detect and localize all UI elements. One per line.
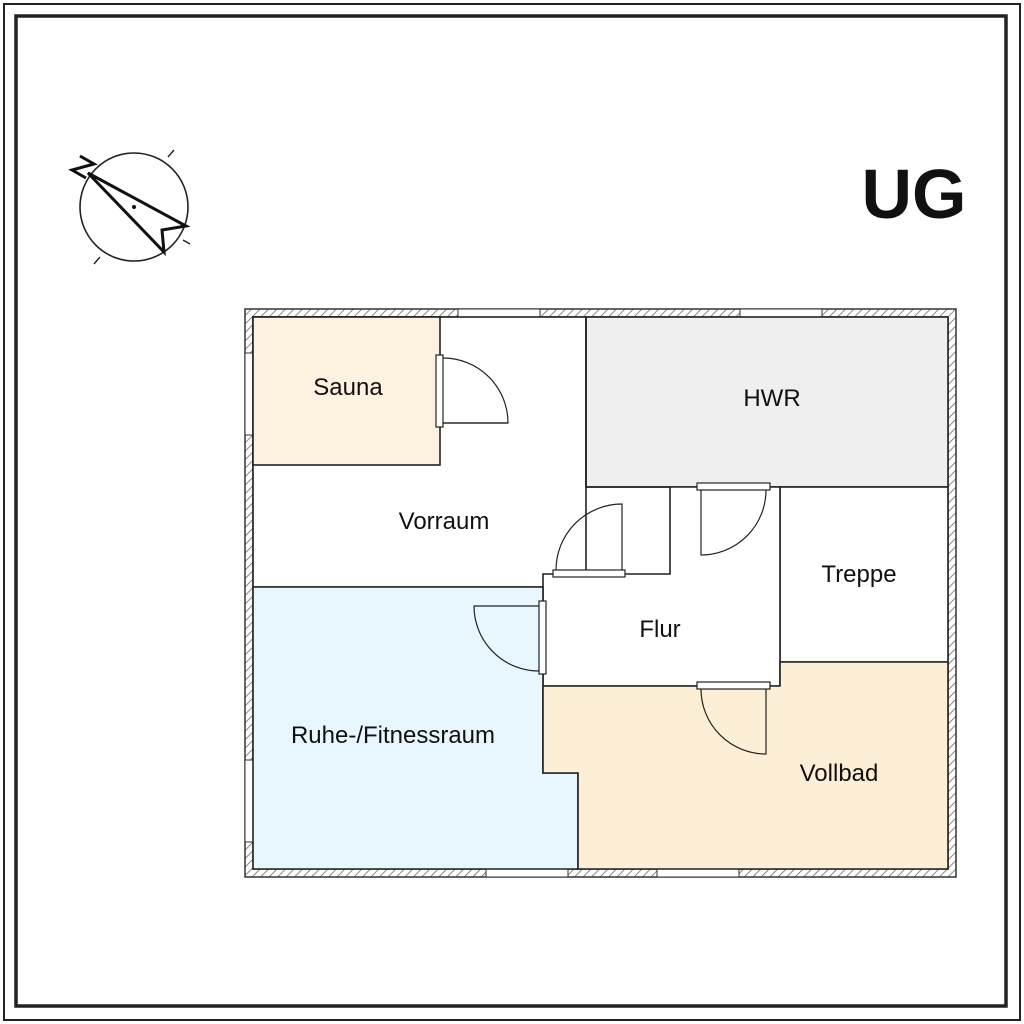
room-sauna (252, 316, 441, 466)
window (244, 759, 254, 843)
label-vorraum: Vorraum (399, 508, 490, 535)
label-treppe: Treppe (821, 561, 896, 588)
north-letter-n (68, 154, 98, 180)
wall-segment (585, 317, 670, 488)
north-arrow-icon (86, 171, 191, 257)
room-labels: Sauna Vorraum HWR Treppe Flur Ruhe-/Fitn… (291, 374, 897, 787)
window (656, 868, 740, 878)
compass (68, 149, 191, 265)
room-hwr (585, 316, 949, 488)
inner-frame (14, 14, 1008, 1008)
room-vollbad (542, 661, 949, 870)
label-sauna: Sauna (313, 374, 383, 401)
label-hwr: HWR (743, 385, 800, 412)
label-flur: Flur (639, 616, 680, 643)
rooms (252, 316, 949, 870)
label-ruhe-fitnessraum: Ruhe-/Fitnessraum (291, 722, 495, 749)
door-vorraum-flur (552, 503, 626, 578)
floor-label: UG (862, 155, 967, 233)
window (485, 868, 569, 878)
door-ruhe-fitnessraum (473, 600, 547, 675)
label-vollbad: Vollbad (800, 760, 879, 787)
window (244, 352, 254, 436)
window (739, 308, 823, 318)
outer-frame (3, 3, 1021, 1021)
doors (435, 354, 771, 755)
door-sauna (435, 354, 509, 428)
door-vollbad (696, 681, 771, 755)
window (457, 308, 541, 318)
door-hwr (696, 482, 771, 556)
